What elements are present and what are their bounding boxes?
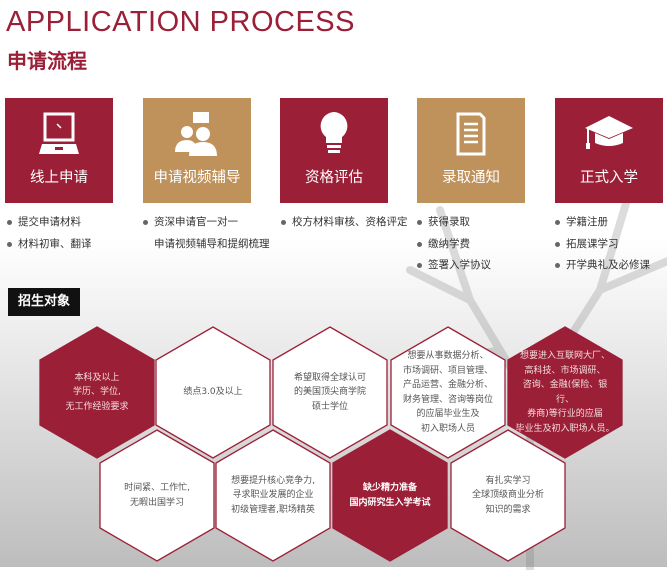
step-card-video-coaching: 申请视频辅导 xyxy=(143,98,251,203)
hex-text: 本科及以上 学历、学位, 无工作经验要求 xyxy=(65,372,129,412)
list-item: 申请视频辅导和提纲梳理 xyxy=(154,237,270,250)
target-hex-1: 本科及以上 学历、学位, 无工作经验要求 xyxy=(39,326,155,459)
hex-text: 缺少精力准备 国内研究生入学考试 xyxy=(349,483,431,508)
step-card-enrollment: 正式入学 xyxy=(555,98,663,203)
step-card-qualification: 资格评估 xyxy=(280,98,388,203)
hex-text: 有扎实学习 全球顶级商业分析 知识的需求 xyxy=(471,475,544,515)
step-label: 申请视频辅导 xyxy=(153,170,241,186)
step-card-online-apply: 线上申请 xyxy=(5,98,113,203)
list-item: 拓展课学习 xyxy=(555,234,650,256)
target-hex-7: 想要提升核心竞争力, 寻求职业发展的企业 初级管理者,职场精英 xyxy=(215,429,331,562)
hex-text: 绩点3.0及以上 xyxy=(183,387,243,398)
hex-text: 想要提升核心竞争力, 寻求职业发展的企业 初级管理者,职场精英 xyxy=(231,475,315,515)
list-item: 材料初审、翻译 xyxy=(7,234,92,256)
step-list-qualification: 校方材料审核、资格评定 xyxy=(281,212,408,234)
hex-text: 时间紧、工作忙, 无暇出国学习 xyxy=(124,483,190,508)
step-label: 录取通知 xyxy=(442,170,500,186)
laptop-icon xyxy=(5,112,113,156)
hex-text: 想要从事数据分析、 市场调研、项目管理、 产品运营、金融分析、 财务管理、咨询等… xyxy=(402,351,493,434)
step-list-admission: 获得录取 缴纳学费 签署入学协议 xyxy=(417,212,491,277)
list-item: 开学典礼及必修课 xyxy=(555,255,650,277)
step-label: 正式入学 xyxy=(580,170,638,186)
target-hex-5: 想要进入互联网大厂、 高科技、市场调研、 咨询、金融(保险、银行、 券商)等行业… xyxy=(507,326,623,459)
target-hex-6: 时间紧、工作忙, 无暇出国学习 xyxy=(99,429,215,562)
list-item: 提交申请材料 xyxy=(7,212,92,234)
step-list-video-coaching: 资深申请官一对一 申请视频辅导和提纲梳理 xyxy=(143,212,270,255)
list-item: 资深申请官一对一 xyxy=(143,212,270,234)
graduation-cap-icon xyxy=(555,112,663,156)
consultation-icon xyxy=(143,112,251,156)
step-list-enrollment: 学籍注册 拓展课学习 开学典礼及必修课 xyxy=(555,212,650,277)
target-audience-heading: 招生对象 xyxy=(8,288,80,316)
hex-text: 想要进入互联网大厂、 高科技、市场调研、 咨询、金融(保险、银行、 券商)等行业… xyxy=(515,351,615,434)
list-item: 签署入学协议 xyxy=(417,255,491,277)
target-hex-3: 希望取得全球认可 的美国顶尖商学院 硕士学位 xyxy=(272,326,388,459)
document-icon xyxy=(417,112,525,156)
page-title-en: APPLICATION PROCESS xyxy=(6,6,355,38)
step-label: 资格评估 xyxy=(305,170,363,186)
hex-text: 希望取得全球认可 的美国顶尖商学院 硕士学位 xyxy=(293,372,366,412)
target-hex-8: 缺少精力准备 国内研究生入学考试 xyxy=(332,429,448,562)
lightbulb-icon xyxy=(280,112,388,156)
step-list-online-apply: 提交申请材料 材料初审、翻译 xyxy=(7,212,92,255)
target-hex-9: 有扎实学习 全球顶级商业分析 知识的需求 xyxy=(450,429,566,562)
target-hex-4: 想要从事数据分析、 市场调研、项目管理、 产品运营、金融分析、 财务管理、咨询等… xyxy=(390,326,506,459)
list-item: 学籍注册 xyxy=(555,212,650,234)
step-label: 线上申请 xyxy=(30,170,88,186)
list-item: 获得录取 xyxy=(417,212,491,234)
step-card-admission: 录取通知 xyxy=(417,98,525,203)
page-title-cn: 申请流程 xyxy=(7,49,87,73)
list-item: 校方材料审核、资格评定 xyxy=(281,212,408,234)
target-hex-2: 绩点3.0及以上 xyxy=(155,326,271,459)
list-item: 缴纳学费 xyxy=(417,234,491,256)
